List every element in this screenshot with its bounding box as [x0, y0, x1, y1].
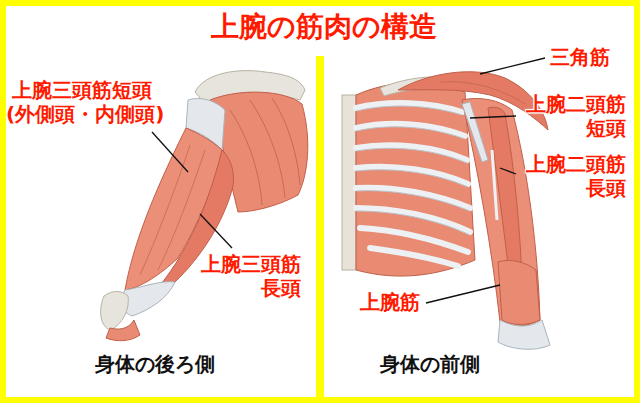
view-label: 身体の前側	[380, 352, 480, 376]
muscle-label: 三角筋	[550, 45, 610, 69]
muscle-label: 上腕二頭筋 長頭	[520, 152, 626, 200]
muscle-label: 上腕三頭筋 長頭	[195, 252, 301, 300]
muscle-label: 上腕二頭筋 短頭	[520, 92, 626, 140]
muscle-label: 上腕筋	[360, 290, 420, 314]
leader-lines	[152, 58, 545, 303]
diagram-title: 上腕の筋肉の構造	[4, 10, 640, 44]
muscle-label: 上腕三頭筋短頭	[12, 78, 152, 102]
view-label: 身体の後ろ側	[95, 352, 215, 376]
muscle-label: (外側頭・内側頭)	[6, 102, 164, 126]
front-torso	[342, 72, 550, 350]
